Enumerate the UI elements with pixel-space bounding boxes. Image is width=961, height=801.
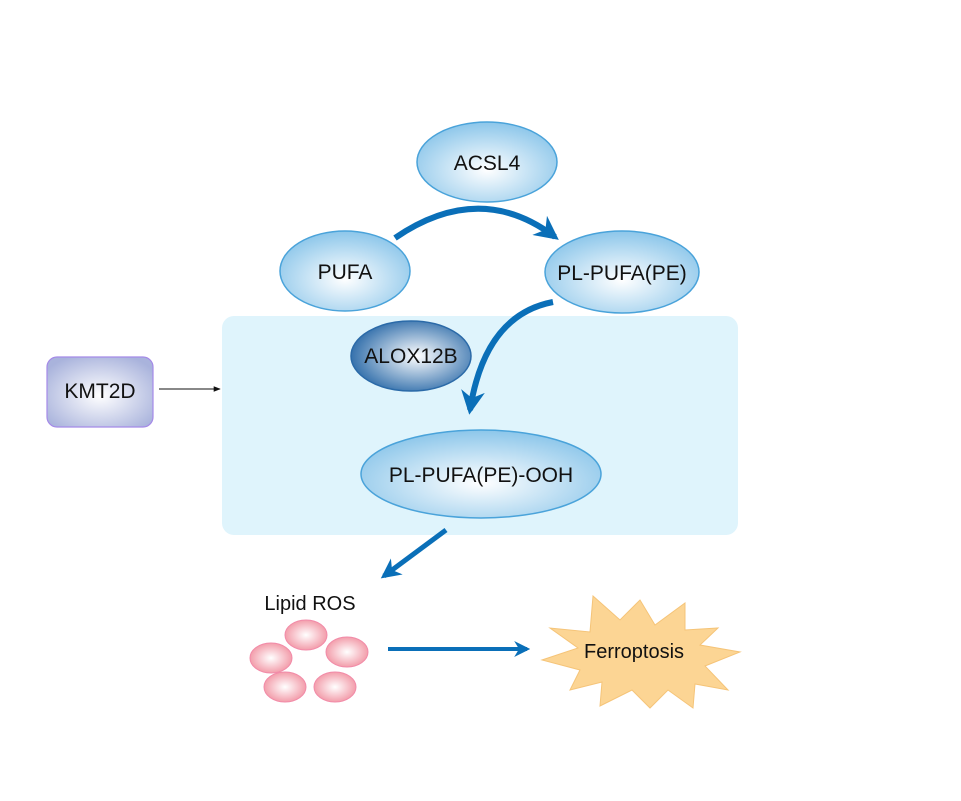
ferroptosis-starburst — [540, 594, 742, 709]
arrow-pufa-to-pl-pufa-pe — [393, 205, 559, 241]
node-alox12b[interactable]: ALOX12B — [350, 320, 472, 392]
node-pl-pufa-pe-ooh-label: PL-PUFA(PE)-OOH — [389, 464, 573, 487]
lipid-ros-particle — [325, 636, 369, 668]
node-kmt2d[interactable]: KMT2D — [46, 356, 154, 428]
lipid-ros-particle — [249, 642, 293, 674]
arrow-pl-pufa-pe-to-ooh — [461, 299, 554, 415]
node-kmt2d-label: KMT2D — [64, 380, 135, 403]
node-alox12b-label: ALOX12B — [364, 345, 457, 368]
node-pufa-label: PUFA — [318, 261, 373, 284]
node-pl-pufa-pe-ooh[interactable]: PL-PUFA(PE)-OOH — [360, 429, 602, 519]
lipid-ros-particle — [263, 671, 307, 703]
node-acsl4[interactable]: ACSL4 — [416, 121, 558, 203]
lipid-ros-label: Lipid ROS — [264, 593, 355, 615]
node-pufa[interactable]: PUFA — [279, 230, 411, 312]
node-acsl4-label: ACSL4 — [454, 152, 521, 175]
node-pl-pufa-pe[interactable]: PL-PUFA(PE) — [544, 230, 700, 314]
lipid-ros-particle — [284, 619, 328, 651]
node-ferroptosis[interactable]: Ferroptosis — [540, 594, 742, 709]
lipid-ros-cluster[interactable] — [249, 619, 369, 703]
lipid-peroxidation-region — [222, 316, 738, 535]
arrow-ooh-to-lipid-ros — [380, 527, 448, 579]
node-ferroptosis-label: Ferroptosis — [584, 641, 684, 663]
node-pl-pufa-pe-label: PL-PUFA(PE) — [557, 262, 687, 285]
lipid-ros-particle — [313, 671, 357, 703]
